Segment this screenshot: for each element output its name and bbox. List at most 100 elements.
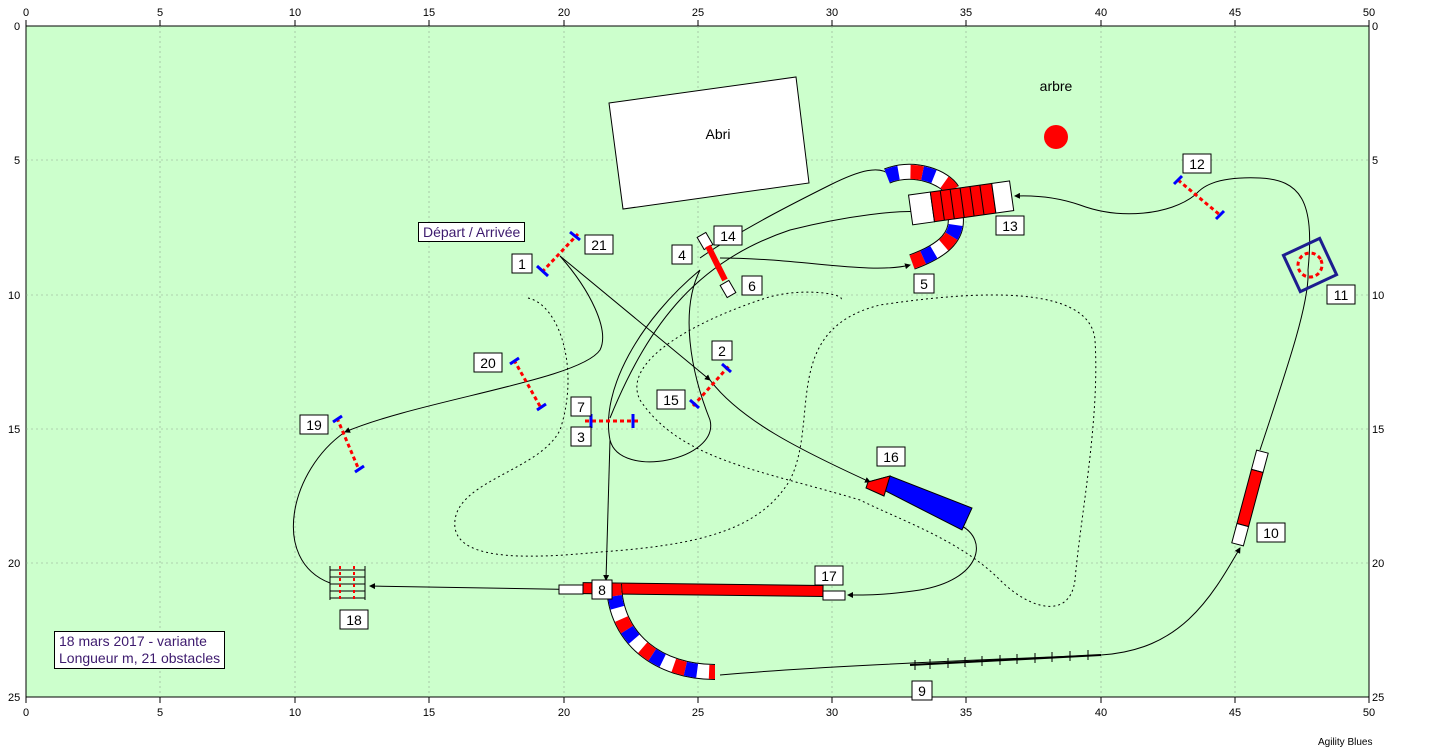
obstacle-numbers: 1 2 3 4 5 6 7 8 9 10 11 12 13 14 15 16 1…: [299, 153, 1356, 701]
obstacle-number-5: 5: [913, 273, 935, 294]
y-tick: 15: [1372, 424, 1384, 436]
caption-line-2: Longueur m, 21 obstacles: [59, 650, 221, 666]
obstacle-number-17: 17: [814, 565, 844, 586]
x-tick: 30: [826, 707, 838, 719]
abri-label: Abri: [706, 126, 731, 142]
svg-text:7: 7: [577, 399, 585, 415]
tree-icon: [1044, 125, 1068, 149]
x-tick: 20: [558, 7, 570, 19]
x-axis-bottom: 0 5 10 15 20 25 30 35 40 45 50: [23, 707, 1375, 719]
obstacle-number-7: 7: [570, 396, 592, 417]
obstacle-number-10: 10: [1256, 522, 1286, 543]
svg-text:16: 16: [883, 449, 899, 465]
obstacle-number-19: 19: [299, 414, 329, 435]
svg-text:11: 11: [1334, 287, 1349, 303]
y-tick: 25: [8, 692, 20, 704]
chute-16: [865, 475, 973, 531]
arbre-label: arbre: [1040, 78, 1073, 94]
obstacle-number-14: 14: [713, 225, 743, 246]
x-tick: 0: [23, 7, 29, 19]
svg-text:14: 14: [720, 228, 736, 244]
obstacle-number-9: 9: [911, 680, 933, 701]
x-tick: 50: [1363, 7, 1375, 19]
x-tick: 35: [960, 707, 972, 719]
y-tick: 5: [1372, 155, 1378, 167]
obstacle-number-2: 2: [711, 340, 733, 361]
x-tick: 5: [157, 7, 163, 19]
y-tick: 25: [1372, 692, 1384, 704]
y-tick: 5: [14, 155, 20, 167]
jump-4-14-6: [696, 231, 737, 299]
jump-20: [509, 356, 547, 412]
caption-line-1: 18 mars 2017 - variante: [59, 633, 207, 649]
svg-text:1: 1: [518, 256, 526, 272]
y-tick: 20: [8, 558, 20, 570]
x-tick: 10: [289, 707, 301, 719]
x-tick: 25: [692, 707, 704, 719]
svg-text:9: 9: [918, 683, 926, 699]
x-tick: 40: [1095, 7, 1107, 19]
dogwalk-8-17: [558, 582, 846, 601]
x-tick: 15: [423, 707, 435, 719]
svg-text:20: 20: [480, 355, 496, 371]
y-tick: 15: [8, 424, 20, 436]
jump-1-21: [535, 230, 581, 278]
x-tick: 30: [826, 7, 838, 19]
obstacle-number-20: 20: [473, 352, 503, 373]
jump-2-15: [689, 362, 732, 410]
jump-12: [1172, 174, 1226, 221]
svg-text:8: 8: [598, 582, 606, 598]
y-tick: 20: [1372, 558, 1384, 570]
svg-text:21: 21: [591, 237, 607, 253]
svg-text:6: 6: [748, 278, 756, 294]
x-tick: 45: [1229, 707, 1241, 719]
obstacle-number-3: 3: [570, 426, 592, 447]
x-axis-top: 0 5 10 15 20 25 30 35 40 45 50: [23, 7, 1375, 19]
abri-shelter: [608, 76, 810, 210]
jump-19: [332, 414, 365, 474]
y-tick: 10: [8, 290, 20, 302]
svg-text:19: 19: [306, 417, 322, 433]
y-axis-left: 0 5 10 15 20 25: [8, 21, 20, 704]
svg-text:17: 17: [821, 568, 837, 584]
x-tick: 5: [157, 707, 163, 719]
obstacle-number-1: 1: [511, 253, 533, 274]
obstacle-10: [1231, 449, 1269, 547]
weave-9: [909, 650, 1102, 670]
svg-text:13: 13: [1002, 218, 1018, 234]
obstacle-number-16: 16: [876, 446, 906, 467]
y-tick: 0: [14, 21, 20, 33]
obstacle-13: [907, 180, 1015, 226]
obstacle-number-18: 18: [339, 609, 369, 630]
svg-text:10: 10: [1263, 525, 1279, 541]
svg-text:18: 18: [346, 612, 362, 628]
svg-text:15: 15: [663, 392, 679, 408]
x-tick: 35: [960, 7, 972, 19]
svg-text:3: 3: [577, 429, 585, 445]
x-tick: 50: [1363, 707, 1375, 719]
grid: [26, 26, 1369, 697]
start-finish-label: Départ / Arrivée: [418, 222, 526, 242]
obstacle-number-6: 6: [741, 275, 763, 296]
y-axis-right: 0 5 10 15 20 25: [1372, 21, 1384, 704]
obstacle-number-21: 21: [584, 234, 614, 255]
svg-text:4: 4: [678, 247, 686, 263]
x-tick: 45: [1229, 7, 1241, 19]
x-tick: 40: [1095, 707, 1107, 719]
svg-text:5: 5: [920, 276, 928, 292]
x-tick: 0: [23, 707, 29, 719]
y-tick: 10: [1372, 290, 1384, 302]
obstacle-number-11: 11: [1326, 284, 1356, 305]
caption-box: 18 mars 2017 - variante Longueur m, 21 o…: [54, 631, 226, 669]
x-tick: 25: [692, 7, 704, 19]
x-tick: 15: [423, 7, 435, 19]
obstacle-number-15: 15: [656, 389, 686, 410]
brand-label: Agility Blues: [1318, 737, 1373, 748]
obstacle-number-8: 8: [591, 579, 613, 600]
tunnel-bottom-curve: [606, 583, 716, 680]
tire-11: [1281, 236, 1339, 294]
svg-text:12: 12: [1189, 156, 1205, 172]
obstacle-number-12: 12: [1182, 153, 1212, 174]
y-tick: 0: [1372, 21, 1378, 33]
